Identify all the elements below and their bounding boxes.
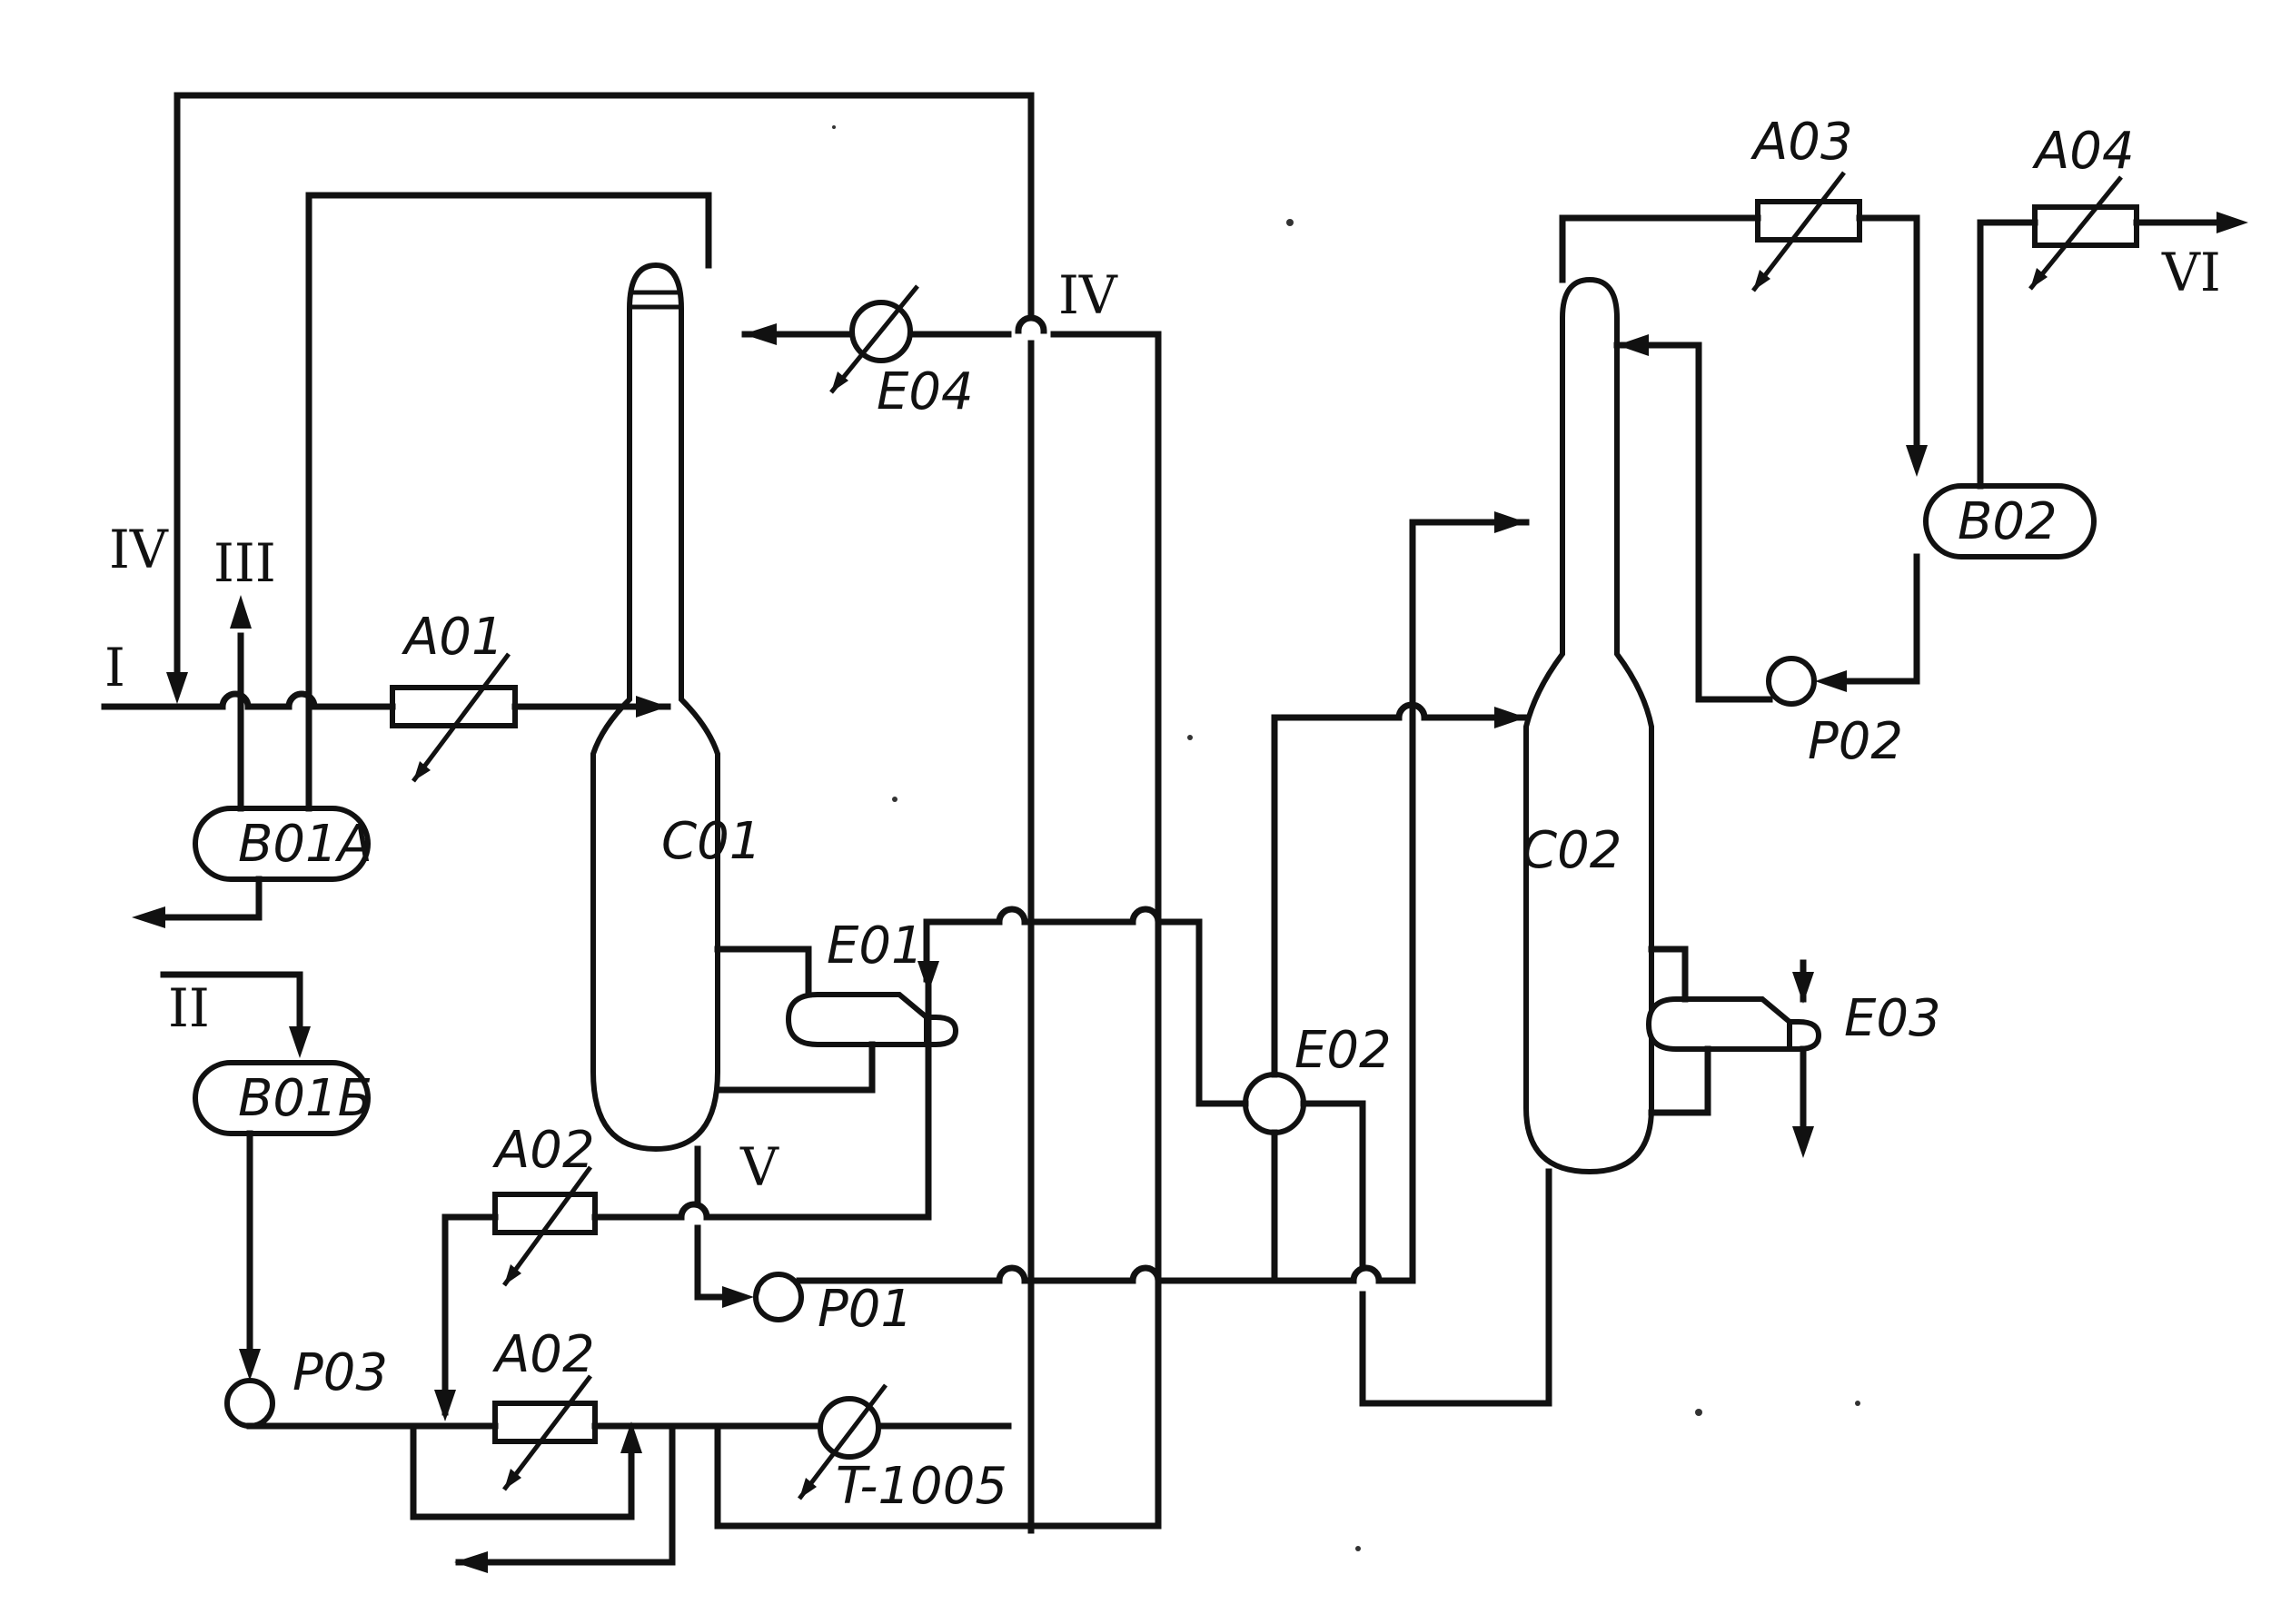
label-p03: P03: [293, 1343, 388, 1402]
stream-label-iv-top: IV: [1058, 264, 1118, 326]
label-c02: C02: [1522, 821, 1621, 880]
stream-label-v: V: [739, 1136, 779, 1198]
label-b02: B02: [1958, 492, 2058, 551]
exchanger-e02: [1243, 1072, 1306, 1135]
label-e02: E02: [1294, 1021, 1392, 1080]
reboiler-e01: [785, 992, 959, 1047]
label-e03: E03: [1844, 989, 1941, 1048]
drum-b01a: [193, 806, 371, 882]
label-a02-upper: A02: [492, 1121, 595, 1180]
column-c02: [1523, 276, 1654, 1175]
drum-b02: [1923, 483, 2097, 559]
pump-p01: [753, 1272, 804, 1322]
drum-b01b: [193, 1060, 371, 1136]
flow-arrows: [132, 212, 2248, 1573]
label-a02-lower: A02: [492, 1325, 595, 1384]
labels: I IV III II IV V VI A01 A02 A02 A03 A04 …: [104, 113, 2221, 1516]
stream-label-iii: III: [213, 532, 276, 594]
label-a03: A03: [1750, 113, 1853, 172]
label-a01: A01: [402, 608, 504, 667]
stream-label-ii: II: [168, 977, 210, 1039]
scan-noise: [832, 125, 1860, 1551]
label-p01: P01: [818, 1280, 913, 1339]
stream-label-iv-left: IV: [109, 519, 169, 580]
label-p02: P02: [1808, 712, 1903, 771]
label-b01a: B01A: [238, 815, 372, 874]
label-a04: A04: [2032, 122, 2135, 181]
pump-p03: [224, 1378, 275, 1429]
label-b01b: B01Б: [238, 1069, 372, 1128]
piping: [101, 92, 2238, 1566]
cooling-arrows: [412, 171, 2123, 1500]
label-e04: E04: [877, 362, 974, 421]
cooler-a01: [390, 685, 518, 728]
label-e01: E01: [827, 916, 924, 975]
label-t1005: T-1005: [836, 1457, 1007, 1516]
pump-p02: [1766, 656, 1817, 707]
reboiler-e03: [1645, 996, 1822, 1052]
stream-label-i: I: [104, 637, 125, 698]
cooler-a04: [2032, 204, 2139, 248]
stream-label-vi: VI: [2161, 242, 2221, 303]
label-c01: C01: [661, 812, 761, 871]
